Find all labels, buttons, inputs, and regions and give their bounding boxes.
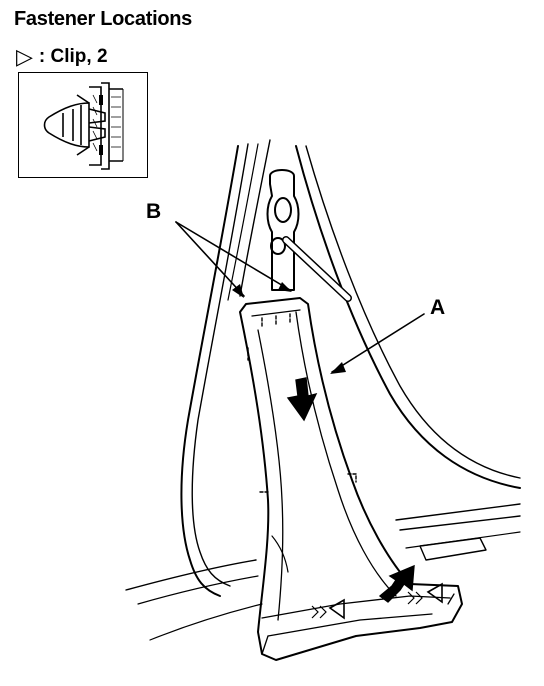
callout-a: A — [430, 296, 446, 319]
leader-a — [331, 313, 425, 373]
diagram-title: Fastener Locations — [14, 8, 192, 30]
clip-detail-drawing — [43, 82, 124, 170]
leader-b-right — [175, 221, 291, 291]
pull-up-arrow-icon — [378, 564, 415, 603]
callout-b: B — [146, 200, 162, 223]
leader-b-left — [175, 221, 245, 297]
triangle-right-outline-icon: ▷ — [16, 44, 33, 69]
clip-marker-right-icon — [426, 582, 443, 604]
clip-detail-inset — [18, 72, 148, 178]
right-door-opening-edge — [295, 145, 521, 489]
clip-marker-left-icon — [328, 598, 345, 620]
clip-markers — [311, 582, 443, 620]
legend: ▷ : Clip, 2 — [16, 46, 108, 68]
seat-belt-anchor — [266, 169, 300, 291]
pull-down-arrow-icon — [286, 377, 318, 422]
legend-text: : Clip, 2 — [38, 46, 108, 67]
pillar-trim-panel — [239, 297, 463, 661]
left-door-opening-edge — [180, 145, 239, 597]
